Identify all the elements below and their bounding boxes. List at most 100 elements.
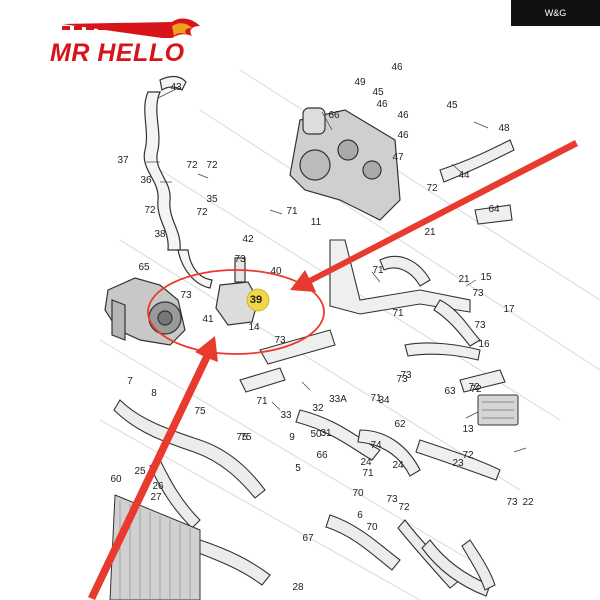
part-label-71: 71 [362, 468, 374, 479]
part-label-33: 33 [280, 410, 292, 421]
oil-cooler [477, 394, 519, 426]
part-label-74: 74 [370, 440, 382, 451]
part-label-5: 5 [295, 463, 301, 474]
part-label-73: 73 [274, 335, 286, 346]
part-label-70: 70 [366, 522, 378, 533]
part-label-31: 31 [320, 428, 332, 439]
part-label-15: 15 [480, 272, 492, 283]
part-label-38: 38 [154, 229, 166, 240]
part-label-73: 73 [234, 254, 246, 265]
brand-badge: W&G [511, 0, 600, 26]
part-label-73: 73 [396, 374, 408, 385]
part-label-49: 49 [354, 77, 366, 88]
flame-icon [62, 18, 200, 38]
part-label-37: 37 [117, 155, 129, 166]
part-label-73: 73 [506, 497, 518, 508]
part-label-45: 45 [372, 87, 384, 98]
part-label-24: 24 [392, 460, 404, 471]
part-label-24: 24 [360, 457, 372, 468]
part-label-73: 73 [474, 320, 486, 331]
part-label-72: 72 [426, 183, 438, 194]
part-label-75: 75 [236, 432, 248, 443]
part-label-73: 73 [386, 494, 398, 505]
part-label-40: 40 [270, 266, 282, 277]
part-label-73: 73 [180, 290, 192, 301]
part-label-46: 46 [391, 62, 403, 73]
water-pump [104, 277, 186, 346]
manifold [289, 107, 401, 221]
brand-badge-text: W&G [544, 8, 567, 18]
part-label-21: 21 [424, 227, 436, 238]
hose-network [239, 139, 515, 481]
part-label-27: 27 [150, 492, 162, 503]
part-label-65: 65 [138, 262, 150, 273]
part-label-21: 21 [458, 274, 470, 285]
part-label-67: 67 [302, 533, 314, 544]
part-label-71: 71 [286, 206, 298, 217]
part-label-50: 50 [310, 429, 322, 440]
part-label-32: 32 [312, 403, 324, 414]
part-label-41: 41 [202, 314, 214, 325]
hose-left [143, 75, 213, 289]
part-label-28: 28 [292, 582, 304, 593]
callout-arrows [88, 140, 578, 600]
part-label-33A: 33A [329, 394, 347, 405]
logo-text: MR HELLO [50, 39, 185, 67]
part-label-72: 72 [398, 502, 410, 513]
part-label-72: 72 [462, 450, 474, 461]
part-label-17: 17 [503, 304, 515, 315]
part-label-66: 66 [328, 110, 340, 121]
part-label-14: 14 [248, 322, 260, 333]
part-label-39: 39 [250, 294, 262, 306]
part-label-25: 25 [134, 466, 146, 477]
part-label-70: 70 [352, 488, 364, 499]
part-label-26: 26 [152, 481, 164, 492]
part-label-71: 71 [256, 396, 268, 407]
part-label-71: 71 [372, 265, 384, 276]
hose-lower [113, 399, 496, 597]
part-label-72: 72 [470, 384, 482, 395]
part-label-36: 36 [140, 175, 152, 186]
part-label-6: 6 [357, 510, 363, 521]
part-label-72: 72 [196, 207, 208, 218]
part-label-34: 34 [378, 395, 390, 406]
part-label-66: 66 [316, 450, 328, 461]
part-label-44: 44 [458, 170, 470, 181]
part-39-marker [246, 288, 270, 312]
part-label-73: 73 [472, 288, 484, 299]
part-label-71: 71 [370, 393, 382, 404]
part-label-60: 60 [110, 474, 122, 485]
part-label-46: 46 [376, 99, 388, 110]
part-label-46: 46 [397, 110, 409, 121]
part-label-13: 13 [462, 424, 474, 435]
brand-logo: MR HELLO [22, 14, 202, 66]
part-label-7: 7 [127, 376, 133, 387]
part-label-43: 43 [170, 82, 182, 93]
part-label-64: 64 [488, 204, 500, 215]
part-label-72: 72 [144, 205, 156, 216]
part-label-16: 16 [478, 339, 490, 350]
highlight-oval [147, 269, 325, 355]
part-label-71: 71 [392, 308, 404, 319]
part-label-75: 75 [194, 406, 206, 417]
part-label-9: 9 [289, 432, 295, 443]
part-label-72: 72 [186, 160, 198, 171]
part-label-42: 42 [242, 234, 254, 245]
part-label-23: 23 [452, 458, 464, 469]
part-label-48: 48 [498, 123, 510, 134]
part-label-11: 11 [311, 217, 322, 228]
part-label-75: 75 [240, 432, 252, 443]
part-label-46: 46 [397, 130, 409, 141]
part-label-47: 47 [392, 152, 404, 163]
part-label-22: 22 [522, 497, 534, 508]
part-label-63: 63 [444, 386, 456, 397]
part-label-35: 35 [206, 194, 218, 205]
part-label-72: 72 [206, 160, 218, 171]
part-label-45: 45 [446, 100, 458, 111]
part-label-8: 8 [151, 388, 157, 399]
part-label-73: 73 [400, 370, 412, 381]
part-label-72: 72 [468, 382, 480, 393]
